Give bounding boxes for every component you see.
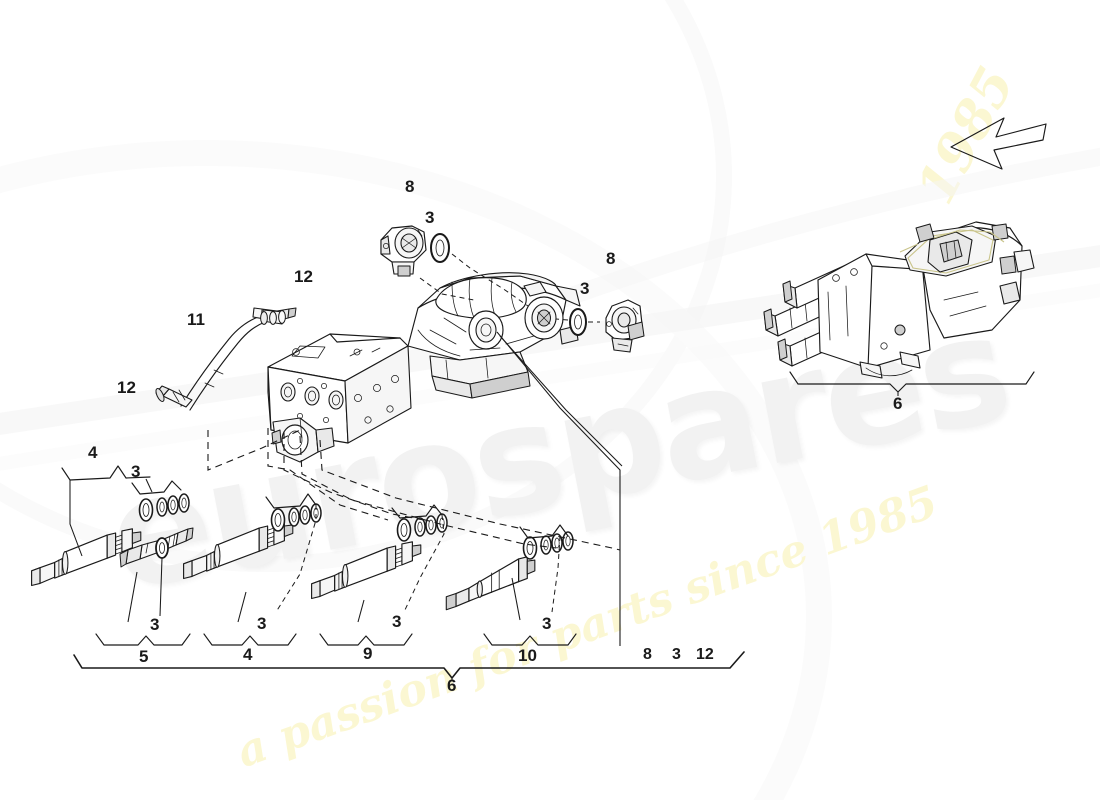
callout-3-left: 3 <box>131 462 141 481</box>
oring-5 <box>155 537 169 559</box>
callout-9: 9 <box>363 644 373 663</box>
leader-3-b9-dashed <box>403 514 445 613</box>
leader-10 <box>511 577 521 621</box>
callout-3-for-10: 3 <box>542 614 552 633</box>
callout-3-bottom-right: 3 <box>672 646 681 663</box>
callout-4-bottom: 4 <box>243 645 253 664</box>
bracket-5 <box>95 633 191 646</box>
direction-arrow-icon <box>950 117 1047 170</box>
leader-3-for-5 <box>159 557 163 617</box>
leader-4-bottom <box>237 591 247 623</box>
leader-5 <box>127 571 138 623</box>
callout-3-top: 3 <box>425 208 435 227</box>
hydraulic-pipe-assembly <box>155 307 297 411</box>
callout-8-top: 8 <box>405 177 415 196</box>
bracket-3-b10 <box>519 524 569 539</box>
callout-5: 5 <box>139 647 149 666</box>
leader-4-left <box>69 480 83 557</box>
sensor-unit-top <box>380 225 427 277</box>
sensor-unit-right <box>605 299 645 353</box>
callout-8-right: 8 <box>606 249 616 268</box>
assembly-guides <box>207 428 621 551</box>
callout-12-upper: 12 <box>294 267 313 286</box>
bracket-4-bottom <box>203 633 297 646</box>
bracket-3-b9 <box>391 504 443 519</box>
callout-6-main: 6 <box>447 676 457 695</box>
leader-3-left <box>145 478 153 493</box>
callout-3-for-5: 3 <box>150 615 160 634</box>
cartridge-group-10 <box>445 556 536 611</box>
callout-11: 11 <box>187 310 205 329</box>
oring-right <box>569 308 587 336</box>
callout-6-right: 6 <box>893 394 903 413</box>
callout-12-lower: 12 <box>117 378 136 397</box>
callout-3-for-9: 3 <box>392 612 402 631</box>
bracket-10 <box>483 633 577 646</box>
solenoid-group-9 <box>310 541 422 600</box>
bracket-3-left <box>131 480 182 495</box>
assembled-valve-unit <box>763 221 1035 379</box>
bracket-9 <box>319 633 413 646</box>
leader-3-b10-dashed <box>551 535 561 613</box>
bracket-4-left <box>61 465 151 481</box>
bracket-3-b4 <box>265 493 317 509</box>
callout-10: 10 <box>518 646 537 665</box>
callout-4-left: 4 <box>88 443 98 462</box>
leader-3-b4-dashed <box>275 505 317 613</box>
valve-block-body <box>267 333 412 463</box>
callout-3-for-4: 3 <box>257 614 267 633</box>
leader-9 <box>357 599 365 623</box>
oring-top <box>430 233 450 263</box>
bracket-6-right <box>789 371 1035 396</box>
oring-stack-4-left <box>140 494 190 521</box>
callout-3-right: 3 <box>580 279 590 298</box>
callout-12-bottom-right: 12 <box>696 646 714 663</box>
callout-8-bottom-right: 8 <box>643 646 652 663</box>
